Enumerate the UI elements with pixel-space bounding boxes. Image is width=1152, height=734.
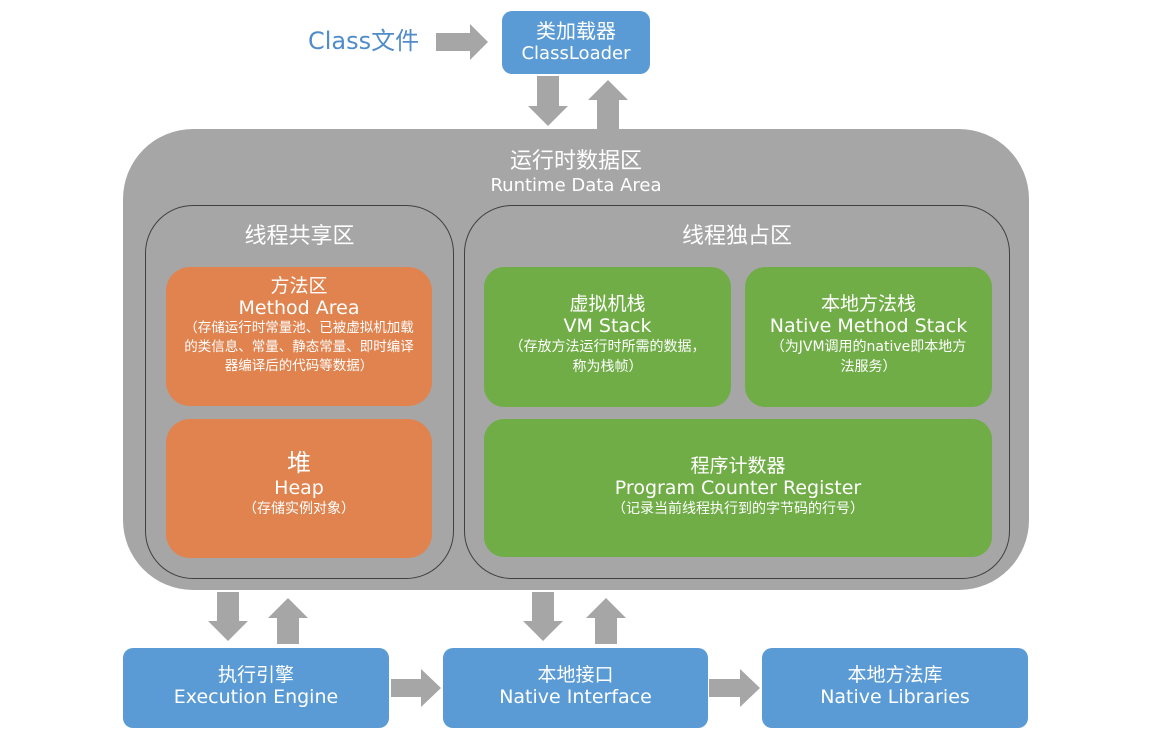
heap-note: （存储实例对象） — [243, 501, 355, 517]
arrow-engine-to-runtime — [268, 598, 308, 644]
arrow-loader-down — [528, 76, 568, 126]
method-area-zh: 方法区 — [270, 275, 328, 297]
arrow-runtime-to-engine — [208, 592, 248, 641]
native-interface-box: 本地接口 Native Interface — [443, 648, 708, 728]
native-method-stack-box: 本地方法栈 Native Method Stack （为JVM调用的native… — [745, 267, 992, 407]
native-libraries-box: 本地方法库 Native Libraries — [762, 648, 1028, 728]
execution-engine-zh: 执行引擎 — [217, 664, 294, 686]
class-file-label: Class文件 — [308, 27, 420, 55]
vm-stack-zh: 虚拟机栈 — [569, 293, 646, 315]
execution-engine-box: 执行引擎 Execution Engine — [123, 648, 389, 728]
method-area-box: 方法区 Method Area （存储运行时常量池、已被虚拟机加载的类信息、常量… — [166, 267, 432, 406]
private-area-title: 线程独占区 — [681, 224, 792, 249]
arrow-runtime-up — [588, 80, 628, 130]
pc-register-note: （记录当前线程执行到的字节码的行号） — [612, 501, 864, 517]
native-method-stack-en: Native Method Stack — [769, 315, 968, 337]
classloader-en: ClassLoader — [521, 43, 631, 64]
method-area-en: Method Area — [238, 297, 360, 319]
runtime-area-en: Runtime Data Area — [490, 175, 662, 196]
arrow-native-to-libraries — [709, 669, 760, 707]
pc-register-en: Program Counter Register — [614, 477, 862, 499]
native-libraries-en: Native Libraries — [820, 686, 970, 708]
method-area-note: （存储运行时常量池、已被虚拟机加载的类信息、常量、静态常量、即时编译器编译后的代… — [184, 320, 414, 374]
heap-en: Heap — [274, 477, 324, 499]
shared-area-title: 线程共享区 — [244, 224, 355, 249]
arrow-runtime-to-native — [523, 592, 563, 641]
arrow-classfile-to-loader — [436, 24, 488, 60]
native-libraries-zh: 本地方法库 — [847, 664, 943, 686]
vm-stack-note: （存放方法运行时所需的数据，称为栈帧） — [509, 339, 706, 375]
vm-stack-box: 虚拟机栈 VM Stack （存放方法运行时所需的数据，称为栈帧） — [484, 267, 731, 407]
arrow-engine-to-native — [391, 669, 441, 707]
native-interface-en: Native Interface — [499, 686, 652, 708]
pc-register-box: 程序计数器 Program Counter Register （记录当前线程执行… — [484, 419, 992, 557]
heap-zh: 堆 — [287, 449, 311, 477]
runtime-area-zh: 运行时数据区 — [509, 149, 642, 174]
classloader-box: 类加载器 ClassLoader — [502, 11, 650, 74]
execution-engine-en: Execution Engine — [173, 686, 339, 708]
pc-register-zh: 程序计数器 — [690, 455, 786, 477]
arrow-native-to-runtime — [586, 598, 626, 644]
classloader-zh: 类加载器 — [536, 19, 616, 43]
native-method-stack-zh: 本地方法栈 — [820, 293, 916, 315]
native-method-stack-note: （为JVM调用的native即本地方法服务） — [770, 339, 967, 375]
native-interface-zh: 本地接口 — [537, 664, 614, 686]
vm-stack-en: VM Stack — [563, 315, 652, 337]
heap-box: 堆 Heap （存储实例对象） — [166, 419, 432, 558]
